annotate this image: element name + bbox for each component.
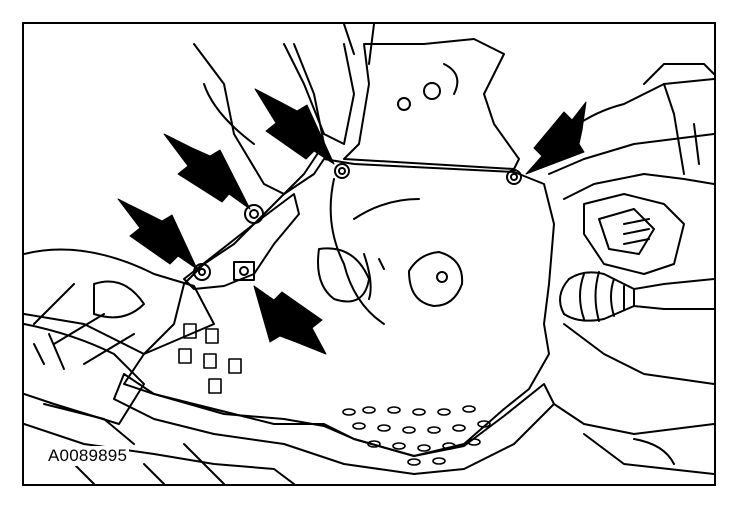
drive-shaft-boot bbox=[553, 271, 714, 475]
figure-id-label: A0089895 bbox=[46, 446, 130, 466]
diagram-frame: A0089895 bbox=[22, 22, 716, 486]
vented-lower-plate bbox=[113, 323, 555, 475]
arrow-icon bbox=[253, 285, 327, 355]
arrow-icon bbox=[254, 88, 335, 165]
arrow-icon bbox=[525, 101, 587, 175]
arrow-icon bbox=[117, 198, 198, 270]
upper-bracket bbox=[343, 38, 520, 170]
arrow-icon bbox=[163, 133, 251, 210]
callout-arrows bbox=[117, 88, 587, 355]
mounting-diagram bbox=[24, 24, 714, 484]
splash-shield bbox=[123, 158, 555, 457]
mount-plate-left bbox=[183, 163, 522, 290]
lower-left-frame bbox=[24, 403, 295, 484]
left-frame-rail bbox=[24, 248, 215, 425]
right-drive-assembly bbox=[548, 63, 714, 275]
